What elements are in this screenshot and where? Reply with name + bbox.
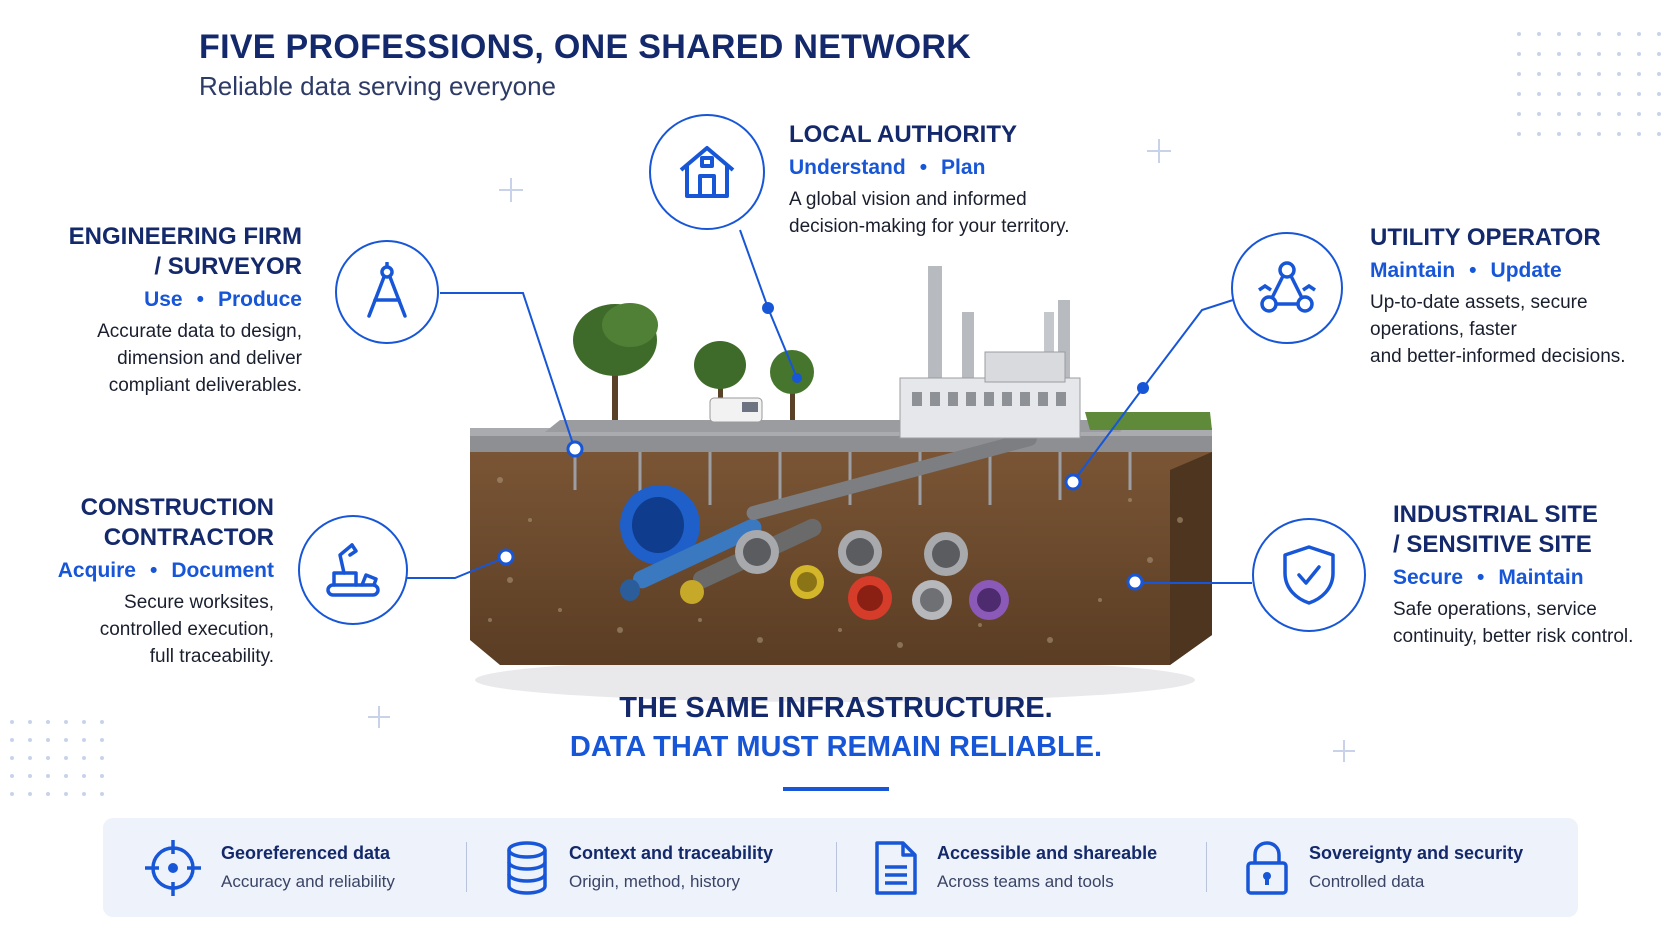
profession-title: CONTRACTOR [103, 524, 274, 551]
profession-verbs: Maintain•Update [1370, 259, 1562, 282]
profession-verbs: Secure•Maintain [1393, 566, 1584, 589]
network-nodes-icon [1258, 261, 1316, 313]
engineering-icon-circle [335, 240, 439, 344]
feature-item: Georeferenced data Accuracy and reliabil… [143, 818, 395, 917]
feature-divider [466, 842, 467, 892]
profession-title: / SURVEYOR [154, 253, 302, 280]
crosshair-icon [145, 839, 201, 896]
page-subtitle: Reliable data serving everyone [199, 71, 556, 101]
profession-title: INDUSTRIAL SITE [1393, 501, 1598, 528]
industrial-icon-circle [1252, 518, 1366, 632]
feature-item: Context and traceability Origin, method,… [503, 818, 773, 917]
dot-grid-decoration [1517, 32, 1661, 136]
database-icon [507, 840, 547, 895]
feature-title: Georeferenced data [221, 843, 391, 863]
profession-card-industrial: INDUSTRIAL SITE / SENSITIVE SITE Secure•M… [1393, 500, 1633, 650]
feature-bar: Georeferenced data Accuracy and reliabil… [103, 818, 1578, 917]
feature-divider [836, 842, 837, 892]
feature-subtitle: Origin, method, history [569, 872, 741, 891]
profession-verbs: Acquire•Document [57, 559, 274, 582]
tagline-primary: THE SAME INFRASTRUCTURE. [619, 692, 1053, 724]
feature-title: Accessible and shareable [937, 843, 1158, 863]
profession-title: / SENSITIVE SITE [1393, 531, 1592, 558]
feature-title: Context and traceability [569, 843, 774, 863]
tagline-underline [783, 787, 889, 791]
feature-subtitle: Accuracy and reliability [221, 872, 395, 891]
page-title: FIVE PROFESSIONS, ONE SHARED NETWORK [199, 28, 972, 66]
feature-divider [1206, 842, 1207, 892]
lock-icon [1246, 840, 1288, 895]
profession-card-local-authority: LOCAL AUTHORITY Understand•Plan A global… [789, 120, 1070, 240]
profession-card-utility: UTILITY OPERATOR Maintain•Update Up-to-d… [1370, 223, 1626, 370]
dot-grid-decoration [10, 720, 104, 796]
profession-description: Secure worksites,controlled execution,fu… [99, 592, 274, 667]
excavator-icon [326, 543, 380, 597]
profession-verbs: Understand•Plan [789, 156, 986, 179]
feature-item: Sovereignty and security Controlled data [1243, 818, 1523, 917]
feature-item: Accessible and shareable Across teams an… [873, 818, 1157, 917]
house-icon [679, 146, 735, 198]
profession-verbs: Use•Produce [144, 288, 302, 311]
profession-title: ENGINEERING FIRM [68, 223, 302, 250]
tagline-secondary: DATA THAT MUST REMAIN RELIABLE. [569, 731, 1103, 763]
profession-title: LOCAL AUTHORITY [789, 121, 1017, 148]
profession-card-engineering: ENGINEERING FIRM / SURVEYOR Use•Produce A… [30, 222, 302, 399]
local-authority-icon-circle [649, 114, 765, 230]
profession-title: UTILITY OPERATOR [1370, 224, 1601, 251]
utility-icon-circle [1231, 232, 1343, 344]
feature-subtitle: Controlled data [1309, 872, 1425, 891]
document-icon [875, 840, 917, 895]
profession-description: Accurate data to design,dimension and de… [97, 321, 302, 396]
construction-icon-circle [298, 515, 408, 625]
profession-title: CONSTRUCTION [80, 494, 274, 521]
feature-subtitle: Across teams and tools [937, 872, 1114, 891]
feature-title: Sovereignty and security [1309, 843, 1524, 863]
shield-icon [1283, 545, 1335, 605]
compass-icon [367, 262, 407, 318]
